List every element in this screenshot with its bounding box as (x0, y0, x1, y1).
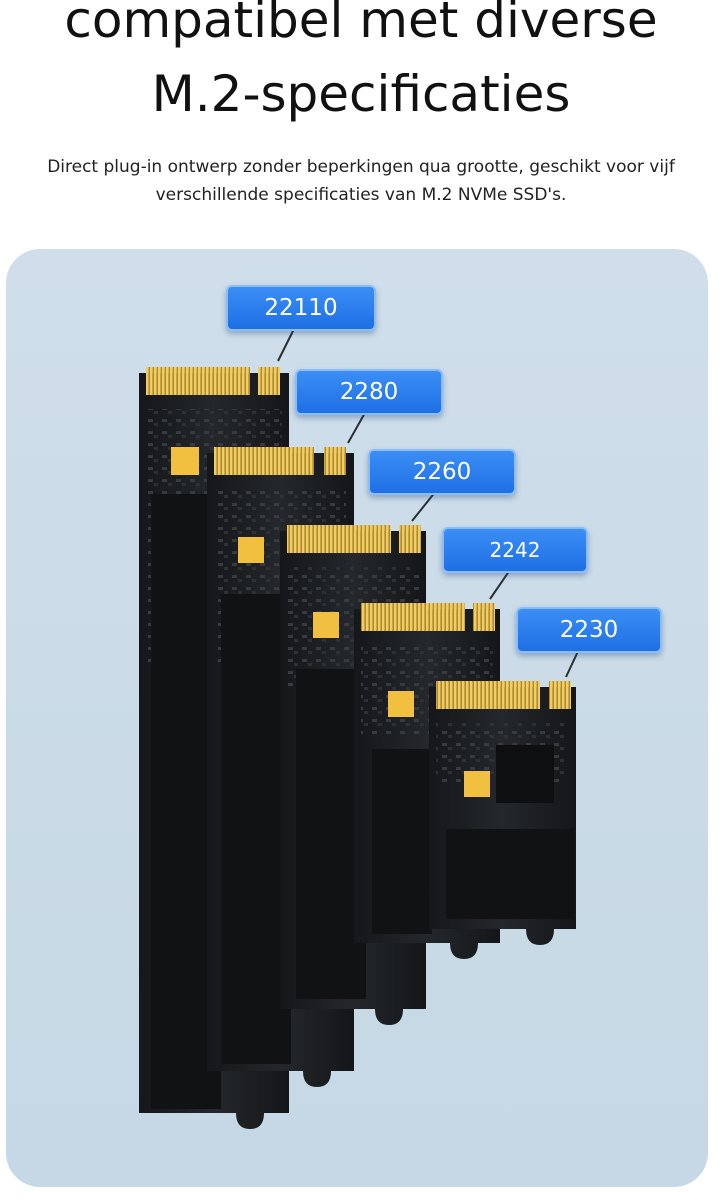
ssd-illustration-panel: 22110 2280 2260 2242 2230 (6, 249, 708, 1187)
description: Direct plug-in ontwerp zonder beperkinge… (0, 153, 722, 209)
size-label-2242: 2242 (442, 527, 588, 573)
description-line-1: Direct plug-in ontwerp zonder beperkinge… (47, 157, 675, 177)
size-label-22110: 22110 (226, 285, 376, 331)
page-title-line-2: M.2-specificaties (151, 65, 571, 123)
size-label-2230: 2230 (516, 607, 662, 653)
size-label-2260: 2260 (368, 449, 516, 495)
page-title-line-1: compatibel met diverse (64, 0, 658, 49)
size-label-2280: 2280 (295, 369, 443, 415)
description-line-2: verschillende specificaties van M.2 NVMe… (155, 185, 567, 205)
ssd-illustration (139, 328, 581, 1129)
ssd-card-2230 (429, 681, 576, 945)
